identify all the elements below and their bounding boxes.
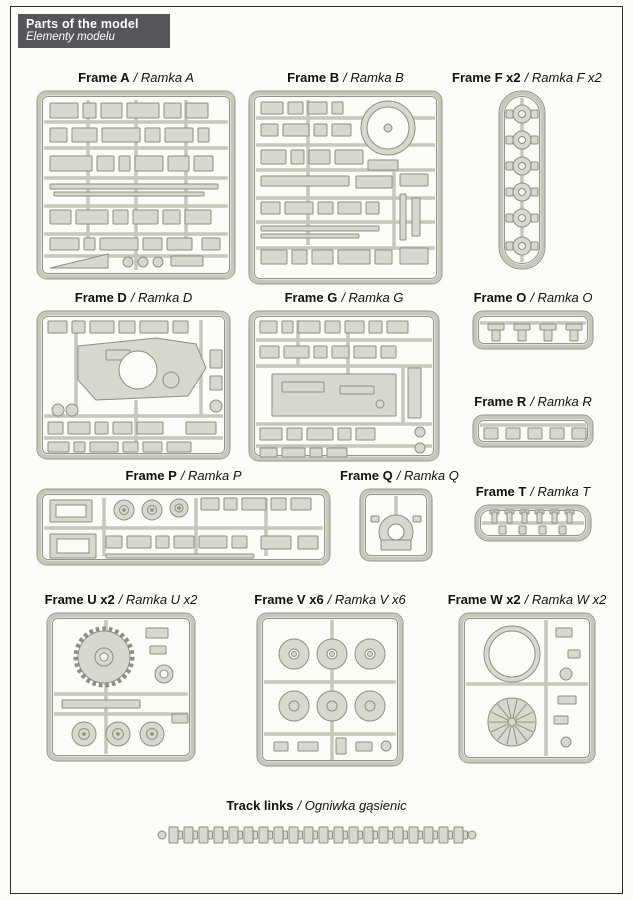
frame-r-alt-name: / Ramka R bbox=[530, 394, 592, 409]
header-label: Parts of the model Elementy modelu bbox=[18, 14, 170, 48]
frame-o-sprue-illustration bbox=[472, 310, 594, 350]
frame-q-section: Frame Q/ Ramka Q bbox=[340, 468, 459, 562]
frame-f-alt-name: / Ramka F x2 bbox=[524, 70, 602, 85]
frame-q-title: Frame Q/ Ramka Q bbox=[340, 468, 459, 486]
frame-o-alt-name: / Ramka O bbox=[530, 290, 593, 305]
frame-u-sprue-illustration bbox=[46, 612, 196, 762]
frame-p-sprue-illustration bbox=[36, 488, 331, 566]
frame-t-title: Frame T/ Ramka T bbox=[468, 484, 598, 502]
frame-g-sprue-illustration bbox=[248, 310, 440, 462]
frame-v-alt-name: / Ramka V x6 bbox=[327, 592, 406, 607]
frame-a-sprue-illustration bbox=[36, 90, 236, 280]
frame-w-sprue-illustration bbox=[458, 612, 596, 764]
frame-q-sprue-illustration bbox=[359, 488, 433, 562]
track-links-alt-name: / Ogniwka gąsienic bbox=[297, 798, 407, 813]
frame-d-sprue-illustration bbox=[36, 310, 231, 460]
frame-d-name: Frame D bbox=[74, 290, 127, 305]
frame-b-name: Frame B bbox=[287, 70, 340, 85]
frame-t-sprue-illustration bbox=[474, 504, 592, 542]
frame-v-section: Frame V x6/ Ramka V x6 bbox=[246, 592, 414, 767]
frame-f-name: Frame F x2 bbox=[452, 70, 521, 85]
frame-o-title: Frame O/ Ramka O bbox=[468, 290, 598, 308]
frame-f-section: Frame F x2/ Ramka F x2 bbox=[452, 70, 602, 270]
frame-r-sprue-illustration bbox=[472, 414, 594, 448]
frame-t-alt-name: / Ramka T bbox=[530, 484, 591, 499]
frame-u-title: Frame U x2/ Ramka U x2 bbox=[36, 592, 206, 610]
frame-f-title: Frame F x2/ Ramka F x2 bbox=[452, 70, 602, 88]
frame-p-alt-name: / Ramka P bbox=[180, 468, 242, 483]
track-links-section: Track links/ Ogniwka gąsienic bbox=[0, 798, 633, 848]
frame-u-section: Frame U x2/ Ramka U x2 bbox=[36, 592, 206, 762]
frame-a-alt-name: / Ramka A bbox=[133, 70, 194, 85]
frame-g-title: Frame G/ Ramka G bbox=[248, 290, 440, 308]
frame-u-name: Frame U x2 bbox=[44, 592, 115, 607]
track-links-illustration bbox=[157, 826, 476, 844]
frame-w-section: Frame W x2/ Ramka W x2 bbox=[443, 592, 611, 764]
frame-t-section: Frame T/ Ramka T bbox=[468, 484, 598, 542]
frame-b-section: Frame B/ Ramka B bbox=[248, 70, 443, 285]
frame-w-alt-name: / Ramka W x2 bbox=[524, 592, 607, 607]
frame-r-section: Frame R/ Ramka R bbox=[468, 394, 598, 448]
frame-g-section: Frame G/ Ramka G bbox=[248, 290, 440, 462]
frame-q-name: Frame Q bbox=[340, 468, 393, 483]
frame-v-sprue-illustration bbox=[256, 612, 404, 767]
frame-b-title: Frame B/ Ramka B bbox=[248, 70, 443, 88]
track-links-name: Track links bbox=[226, 798, 294, 813]
frame-v-title: Frame V x6/ Ramka V x6 bbox=[246, 592, 414, 610]
frame-b-alt-name: / Ramka B bbox=[343, 70, 404, 85]
frame-u-alt-name: / Ramka U x2 bbox=[118, 592, 198, 607]
frame-a-section: Frame A/ Ramka A bbox=[36, 70, 236, 280]
frame-t-name: Frame T bbox=[475, 484, 527, 499]
frame-d-alt-name: / Ramka D bbox=[130, 290, 193, 305]
frame-r-title: Frame R/ Ramka R bbox=[468, 394, 598, 412]
frame-o-section: Frame O/ Ramka O bbox=[468, 290, 598, 350]
frame-w-title: Frame W x2/ Ramka W x2 bbox=[443, 592, 611, 610]
frame-d-section: Frame D/ Ramka D bbox=[36, 290, 231, 460]
page-title: Parts of the model bbox=[26, 17, 139, 31]
frame-d-title: Frame D/ Ramka D bbox=[36, 290, 231, 308]
frame-q-alt-name: / Ramka Q bbox=[396, 468, 459, 483]
frame-g-name: Frame G bbox=[284, 290, 338, 305]
frame-f-sprue-illustration bbox=[498, 90, 546, 270]
frame-p-name: Frame P bbox=[125, 468, 177, 483]
frame-v-name: Frame V x6 bbox=[254, 592, 324, 607]
track-links-title: Track links/ Ogniwka gąsienic bbox=[0, 798, 633, 816]
frame-w-name: Frame W x2 bbox=[447, 592, 521, 607]
frame-p-title: Frame P/ Ramka P bbox=[36, 468, 331, 486]
frame-a-title: Frame A/ Ramka A bbox=[36, 70, 236, 88]
frame-p-section: Frame P/ Ramka P bbox=[36, 468, 331, 566]
frame-r-name: Frame R bbox=[474, 394, 527, 409]
frame-g-alt-name: / Ramka G bbox=[341, 290, 404, 305]
page-subtitle: Elementy modelu bbox=[26, 31, 115, 43]
frame-a-name: Frame A bbox=[78, 70, 130, 85]
frame-o-name: Frame O bbox=[473, 290, 527, 305]
frame-b-sprue-illustration bbox=[248, 90, 443, 285]
